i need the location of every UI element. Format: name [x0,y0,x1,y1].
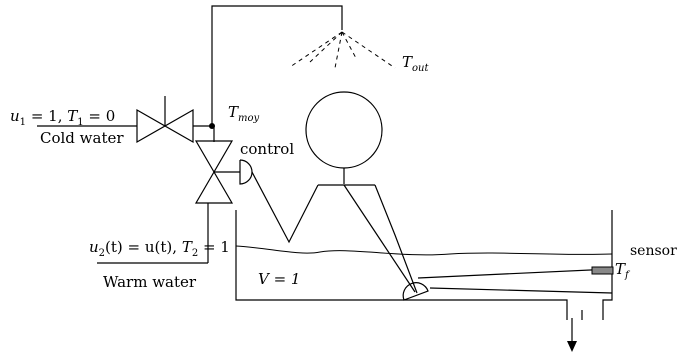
shower-spray [289,31,396,69]
drain-arrow [567,318,577,352]
label-volume: V = 1 [258,270,300,288]
label-tout: Tout [402,53,429,74]
temperature-sensor [591,266,614,275]
control-actuator [239,159,253,185]
label-cold-water: Cold water [40,129,124,147]
cold-water-valve [136,96,194,144]
bathtub [235,210,613,320]
person-arm [251,171,319,244]
shower-pipe [211,5,343,126]
leg-line-lower [429,287,613,294]
label-u1-t1: u1 = 1, T1 = 0 [10,107,115,128]
label-tmoy: Tmoy [228,103,260,124]
warm-water-valve [194,140,240,204]
person-body [343,184,416,293]
person-head [305,91,383,169]
label-tf: Tf [615,260,631,281]
leg-line-upper [417,268,613,279]
person-leg [374,184,418,294]
label-control: control [240,140,294,158]
label-u2-t2: u2(t) = u(t), T2 = 1 [89,238,230,259]
person-figure [251,91,418,294]
warm-water-pipe [97,203,209,264]
foot-drain [402,282,429,301]
label-warm-water: Warm water [103,273,197,291]
label-sensor: sensor [630,243,677,259]
water-surface [235,245,613,256]
